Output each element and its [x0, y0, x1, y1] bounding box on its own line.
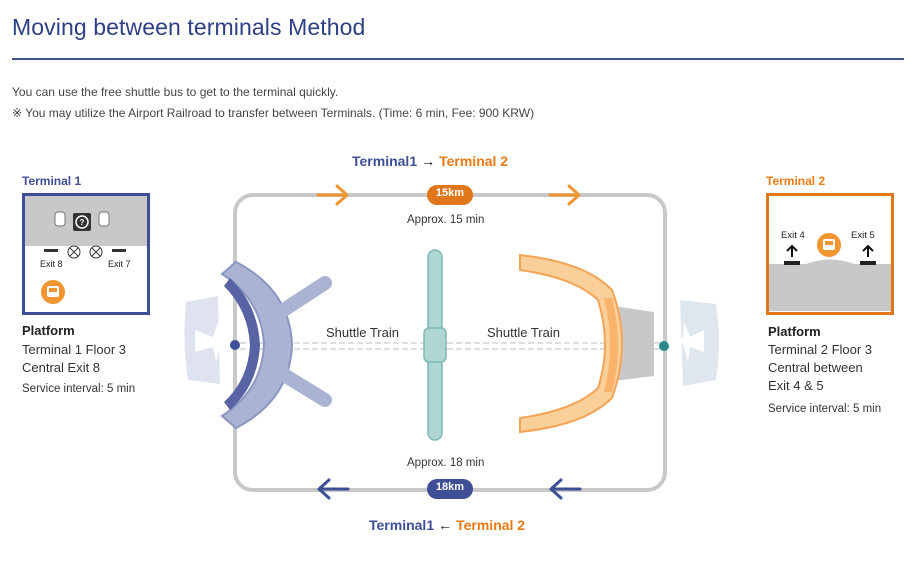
shuttle-train-label-right: Shuttle Train: [487, 325, 560, 340]
t2-platform-line2: Central between: [768, 360, 863, 375]
distance-badge-bottom: [427, 479, 473, 499]
arrow-left-icon: [549, 478, 582, 500]
t2-platform-line3: Exit 4 & 5: [768, 378, 824, 393]
airplane-icon: [674, 322, 704, 362]
arrow-right-icon: [316, 184, 349, 206]
distance-bottom: 18km: [435, 481, 465, 493]
time-top: Approx. 15 min: [407, 214, 485, 226]
distance-top: 15km: [435, 187, 465, 199]
intro-text: You can use the free shuttle bus to get …: [12, 85, 339, 99]
t2-platform-line1: Terminal 2 Floor 3: [768, 342, 873, 357]
t2-exit5-label: Exit 5: [851, 230, 875, 241]
terminal2-label: Terminal 2: [766, 174, 826, 188]
time-bottom: Approx. 18 min: [407, 457, 485, 469]
t2-platform-title: Platform: [768, 324, 821, 339]
terminal2-map-card: [766, 193, 894, 315]
terminal1-map-card: ?: [22, 193, 150, 315]
t1-platform-line1: Terminal 1 Floor 3: [22, 342, 127, 357]
airplane-icon: [195, 322, 230, 362]
route-top-arrow: →: [421, 153, 436, 169]
distance-badge-top: [427, 185, 473, 205]
t1-service-interval: Service interval: 5 min: [22, 383, 136, 395]
car-icon: [54, 211, 66, 227]
svg-text:?: ?: [80, 218, 85, 227]
t2-exit4-label: Exit 4: [781, 230, 805, 241]
terminal2-building: [519, 253, 623, 434]
t2-station-dot: [659, 341, 669, 351]
up-arrow-icon: [862, 244, 874, 257]
t1-platform-line2: Central Exit 8: [22, 360, 101, 375]
t1-station-dot: [230, 340, 240, 350]
terminal1-label: Terminal 1: [22, 174, 82, 188]
route-bottom-to: Terminal 2: [456, 517, 526, 533]
route-bottom-from: Terminal1: [369, 517, 435, 533]
arrow-right-icon: [548, 184, 581, 206]
t1-exit7-label: Exit 7: [108, 259, 131, 269]
shuttle-train-label-left: Shuttle Train: [326, 325, 399, 340]
route-top-from: Terminal1: [352, 153, 418, 169]
route-title-top: Terminal1→Terminal 2: [352, 153, 508, 169]
page-title: Moving between terminals Method: [12, 14, 366, 40]
route-top-to: Terminal 2: [439, 153, 509, 169]
route-title-bottom: Terminal1←Terminal 2: [369, 517, 525, 533]
t2-service-interval: Service interval: 5 min: [768, 403, 882, 415]
car-icon: [98, 211, 110, 227]
concourse-station: [423, 327, 447, 363]
t1-platform-title: Platform: [22, 323, 75, 338]
up-arrow-icon: [786, 244, 798, 257]
title-divider: [12, 58, 904, 60]
arrow-left-icon: [317, 478, 350, 500]
route-bottom-arrow: ←: [438, 517, 453, 533]
railroad-note: ※ You may utilize the Airport Railroad t…: [12, 106, 535, 120]
t1-exit8-label: Exit 8: [40, 259, 63, 269]
